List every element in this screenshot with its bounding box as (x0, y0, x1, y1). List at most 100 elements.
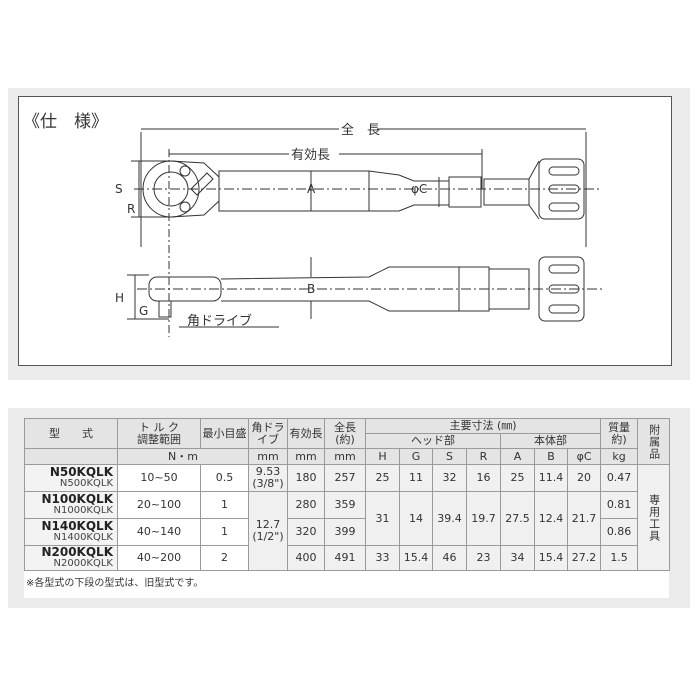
drive-in: (3/8") (252, 477, 284, 490)
header-drive-l2: イブ (257, 432, 279, 446)
header-body: 本体部 (499, 433, 602, 449)
b: 12.4 (534, 491, 568, 546)
label-h: H (115, 291, 124, 305)
g: 15.4 (399, 545, 433, 571)
phic: 20 (566, 464, 602, 492)
overall: 257 (324, 464, 366, 492)
header-main-dims: 主要寸法 (㎜) (364, 418, 602, 434)
header-h: H (365, 448, 400, 465)
h: 33 (365, 545, 400, 571)
mass: 0.81 (600, 491, 639, 519)
header-r: R (466, 448, 501, 465)
torque: 40~140 (117, 518, 201, 546)
g: 14 (399, 491, 433, 546)
spec-diagram: 《仕 様》 全 長 有効長 S R A (18, 96, 672, 366)
label-b: B (307, 282, 315, 296)
header-head: ヘッド部 (365, 433, 501, 449)
old-model: N2000KQLK (53, 558, 114, 569)
old-model: N1000KQLK (53, 505, 114, 516)
overall: 399 (324, 518, 366, 546)
model: N200KQLK (41, 545, 113, 559)
model: N50KQLK (49, 465, 113, 479)
header-b: B (534, 448, 568, 465)
b: 11.4 (534, 464, 568, 492)
effective: 400 (287, 545, 325, 571)
label-square-drive: 角ドライブ (187, 313, 252, 329)
header-effective: 有効長 (287, 418, 325, 449)
effective: 280 (287, 491, 325, 519)
spec-table: 型 式 ト ル ク調整範囲 最小目盛 角ドライブ 有効長 全長(約) 主要寸法 … (24, 418, 671, 571)
label-s: S (115, 182, 123, 196)
header-mass: 質量約) (600, 418, 639, 449)
header-overall: 全長(約) (324, 418, 366, 449)
label-effective-length: 有効長 (291, 148, 330, 163)
header-a: A (500, 448, 535, 465)
label-r: R (127, 202, 135, 216)
unit-kg: kg (600, 448, 639, 465)
s: 32 (432, 464, 467, 492)
old-model: N500KQLK (59, 478, 113, 489)
header-g: G (399, 448, 433, 465)
label-g: G (139, 304, 148, 318)
drive: 9.53(3/8") (248, 464, 288, 492)
g: 11 (399, 464, 433, 492)
header-torque-l2: 調整範囲 (137, 432, 181, 446)
r: 16 (466, 464, 501, 492)
drive: 12.7(1/2") (248, 491, 288, 571)
mass: 1.5 (600, 545, 639, 571)
torque: 40~200 (117, 545, 201, 571)
model: N140KQLK (41, 519, 113, 533)
old-model: N1400KQLK (53, 532, 114, 543)
min-scale: 2 (200, 545, 249, 571)
h: 31 (365, 491, 400, 546)
unit-mm: mm (248, 448, 288, 465)
effective: 180 (287, 464, 325, 492)
drive-mm: 12.7 (255, 518, 281, 531)
mass: 0.47 (600, 464, 639, 492)
overall: 359 (324, 491, 366, 519)
r: 23 (466, 545, 501, 571)
header-drive: 角ドライブ (248, 418, 288, 449)
effective: 320 (287, 518, 325, 546)
header-drive-l1: 角ドラ (251, 420, 285, 434)
min-scale: 0.5 (200, 464, 249, 492)
diagram-title: 《仕 様》 (23, 112, 108, 132)
wrench-drawing: 《仕 様》 全 長 有効長 S R A (23, 112, 604, 337)
s: 46 (432, 545, 467, 571)
min-scale: 1 (200, 518, 249, 546)
header-s: S (432, 448, 467, 465)
header-torque: ト ル ク調整範囲 (117, 418, 201, 449)
unit-nm: N・m (117, 448, 249, 465)
unit-mm: mm (287, 448, 325, 465)
drive-in: (1/2") (252, 530, 284, 543)
phic: 27.2 (566, 545, 602, 571)
r: 19.7 (466, 491, 501, 546)
unit-mm: mm (324, 448, 366, 465)
mass: 0.86 (600, 518, 639, 546)
overall: 491 (324, 545, 366, 571)
footnote: ※各型式の下段の型式は、旧型式です。 (26, 578, 204, 589)
label-overall-length: 全 長 (341, 122, 380, 138)
label-a: A (307, 182, 316, 196)
torque: 20~100 (117, 491, 201, 519)
phic: 21.7 (566, 491, 602, 546)
a: 34 (500, 545, 535, 571)
header-accessory: 附属品 (637, 418, 671, 465)
header-torque-l1: ト ル ク (139, 420, 179, 434)
header-phic: φC (566, 448, 602, 465)
drive-mm: 9.53 (255, 465, 281, 478)
model: N100KQLK (41, 492, 113, 506)
h: 25 (365, 464, 400, 492)
accessory: 専用工具 (637, 464, 671, 571)
torque: 10~50 (117, 464, 201, 492)
s: 39.4 (432, 491, 467, 546)
min-scale: 1 (200, 491, 249, 519)
label-phic: φC (411, 182, 427, 196)
a: 27.5 (500, 491, 535, 546)
